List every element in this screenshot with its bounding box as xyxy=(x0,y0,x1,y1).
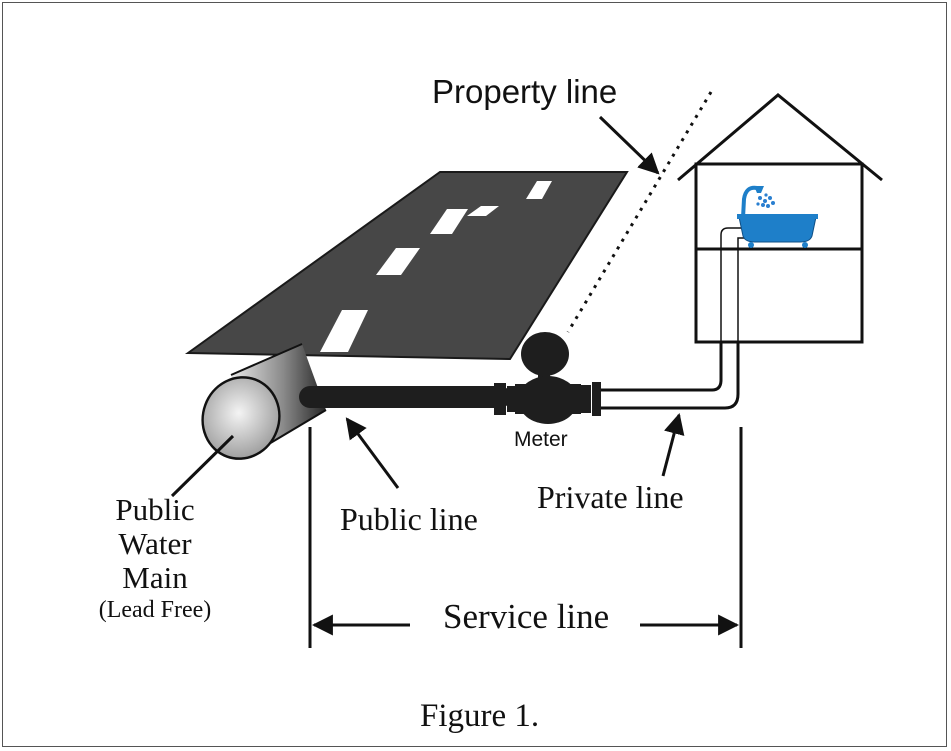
public-line-label: Public line xyxy=(340,501,478,537)
lead-free-note: (Lead Free) xyxy=(98,597,212,623)
public-water-main-pipe xyxy=(201,343,327,460)
road-dash xyxy=(376,248,420,275)
public-line-arrow xyxy=(345,417,400,489)
road-dash xyxy=(430,209,468,234)
bathtub-icon xyxy=(737,185,818,248)
meter xyxy=(515,332,601,424)
service-line-dimension xyxy=(308,427,743,648)
pointer-arrows xyxy=(170,115,685,498)
private-line-label: Private line xyxy=(537,479,684,515)
public-water-main-line-3: Main xyxy=(122,560,188,595)
road-dash xyxy=(320,310,368,352)
water-main-pointer xyxy=(170,434,235,498)
property-line-arrow xyxy=(598,115,660,175)
figure-caption: Figure 1. xyxy=(420,698,540,734)
private-line-pipe xyxy=(601,342,740,410)
service-line-label: Service line xyxy=(443,597,610,636)
public-line-pipe xyxy=(299,383,515,415)
meter-label: Meter xyxy=(514,428,568,451)
house xyxy=(677,93,883,344)
road-dash xyxy=(467,206,499,216)
water-drops-icon xyxy=(756,193,775,208)
public-water-main-label: Public Water Main (Lead Free) xyxy=(90,493,220,625)
road-dash xyxy=(526,181,552,199)
property-line-dots xyxy=(566,91,713,333)
road xyxy=(184,171,629,361)
private-line-arrow xyxy=(661,412,685,477)
public-water-main-line-1: Public xyxy=(115,492,195,527)
public-water-main-line-2: Water xyxy=(118,526,192,561)
property-line-label: Property line xyxy=(432,73,618,110)
